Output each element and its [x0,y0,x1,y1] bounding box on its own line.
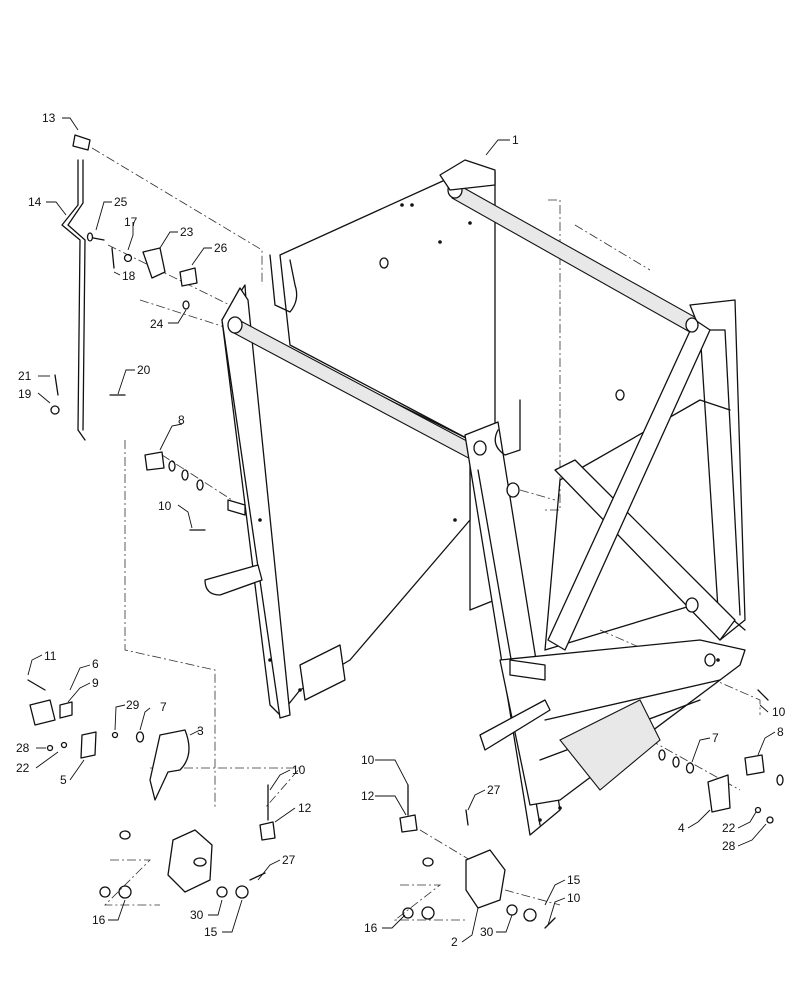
callout-14: 14 [28,195,42,209]
callout-21: 21 [18,369,32,383]
callout-30-left: 30 [190,908,204,922]
right-hinge-parts [399,784,556,929]
callout-8-left: 8 [178,413,185,427]
callout-16-right: 16 [364,921,378,935]
callout-19: 19 [18,387,32,401]
callout-28-right: 28 [722,839,736,853]
callout-22-left: 22 [16,761,30,775]
callout-17: 17 [124,215,138,229]
main-frame-assembly [204,159,746,836]
callout-9: 9 [92,676,99,690]
callout-6: 6 [92,657,99,671]
callout-10-bottom: 10 [567,891,581,905]
left-latch-parts [27,451,206,801]
rod-assembly [50,134,198,441]
left-hinge-parts [99,784,276,899]
callout-10-right: 10 [361,753,375,767]
callout-27-right: 27 [487,783,501,797]
callout-23: 23 [180,225,194,239]
right-latch-parts [658,689,784,824]
callout-10-far-right: 10 [772,705,786,719]
callout-labels: 1 13 14 25 17 18 23 26 24 21 19 20 8 10 … [16,111,786,949]
callout-7-left: 7 [160,700,167,714]
callout-15-left: 15 [204,925,218,939]
leader-lines [27,117,776,943]
callout-12-right: 12 [361,789,375,803]
callout-4: 4 [678,821,685,835]
callout-10-mid: 10 [292,763,306,777]
callout-28-left: 28 [16,741,30,755]
callout-3: 3 [197,724,204,738]
callout-26: 26 [214,241,228,255]
callout-15-right: 15 [567,873,581,887]
callout-20: 20 [137,363,151,377]
callout-7-right: 7 [712,731,719,745]
callout-1: 1 [512,133,519,147]
callout-5: 5 [60,773,67,787]
callout-27-left: 27 [282,853,296,867]
callout-8-right: 8 [777,725,784,739]
callout-25: 25 [114,195,128,209]
callout-2: 2 [451,935,458,949]
callout-13: 13 [42,111,56,125]
callout-22-right: 22 [722,821,736,835]
callout-24: 24 [150,317,164,331]
callout-10-left: 10 [158,499,172,513]
callout-12-left: 12 [298,801,312,815]
callout-30-right: 30 [480,925,494,939]
callout-29: 29 [126,698,140,712]
callout-11: 11 [44,649,57,663]
callout-16-left: 16 [92,913,106,927]
callout-18: 18 [122,269,136,283]
